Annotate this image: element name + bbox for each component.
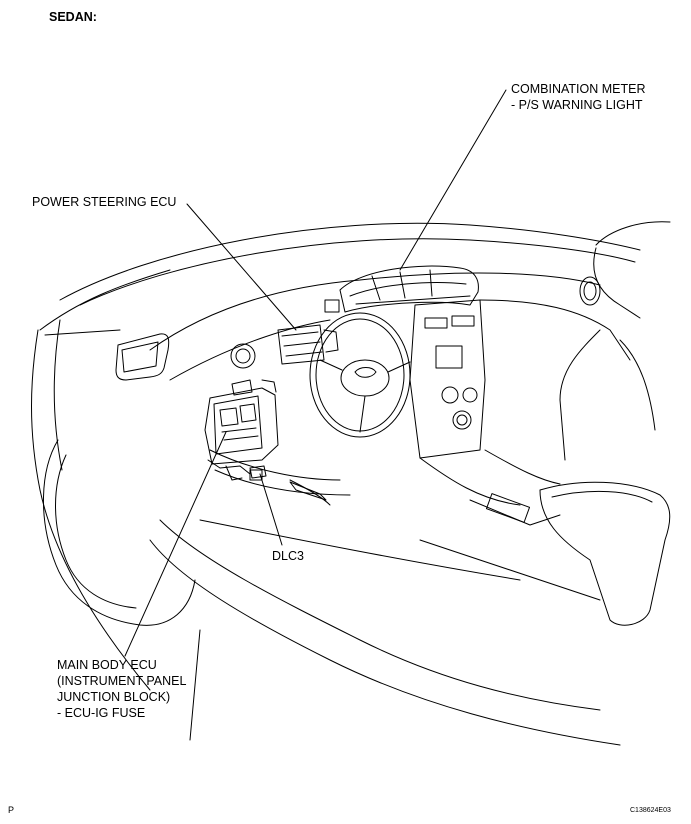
leader-main-body-ecu [124, 431, 227, 657]
side-mirror [115, 333, 170, 381]
label-junction-block: JUNCTION BLOCK) [57, 690, 171, 704]
leader-power-steering-ecu [186, 203, 297, 331]
steering-hub [340, 359, 390, 397]
label-dlc3: DLC3 [272, 549, 304, 563]
a-pillar [31, 329, 151, 691]
steering-wheel [309, 312, 411, 438]
leader-combination-meter [399, 89, 507, 271]
dlc3-connector [249, 465, 267, 479]
power-steering-ecu-module [277, 324, 339, 365]
label-combination-meter: COMBINATION METER [511, 82, 646, 96]
dashboard-top [149, 272, 601, 351]
label-power-steering-ecu: POWER STEERING ECU [32, 195, 177, 209]
label-main-body-ecu: MAIN BODY ECU [57, 658, 157, 672]
center-stack [409, 299, 486, 459]
main-body-ecu-junction-block [204, 379, 279, 481]
passenger-seat [539, 481, 671, 626]
windshield-outline [59, 222, 641, 301]
page-heading: SEDAN: [49, 10, 97, 24]
right-vent [579, 276, 601, 306]
door-panel [43, 439, 196, 626]
label-instrument-panel: (INSTRUMENT PANEL [57, 674, 187, 688]
footer-mark: P [8, 805, 15, 815]
leader-dlc3 [259, 473, 283, 546]
label-ecu-ig-fuse: - ECU-IG FUSE [57, 706, 146, 720]
label-ps-warning-light: - P/S WARNING LIGHT [511, 98, 643, 112]
figure-code: C138624E03 [630, 807, 671, 814]
combination-meter [339, 265, 479, 313]
left-vent [230, 343, 256, 369]
